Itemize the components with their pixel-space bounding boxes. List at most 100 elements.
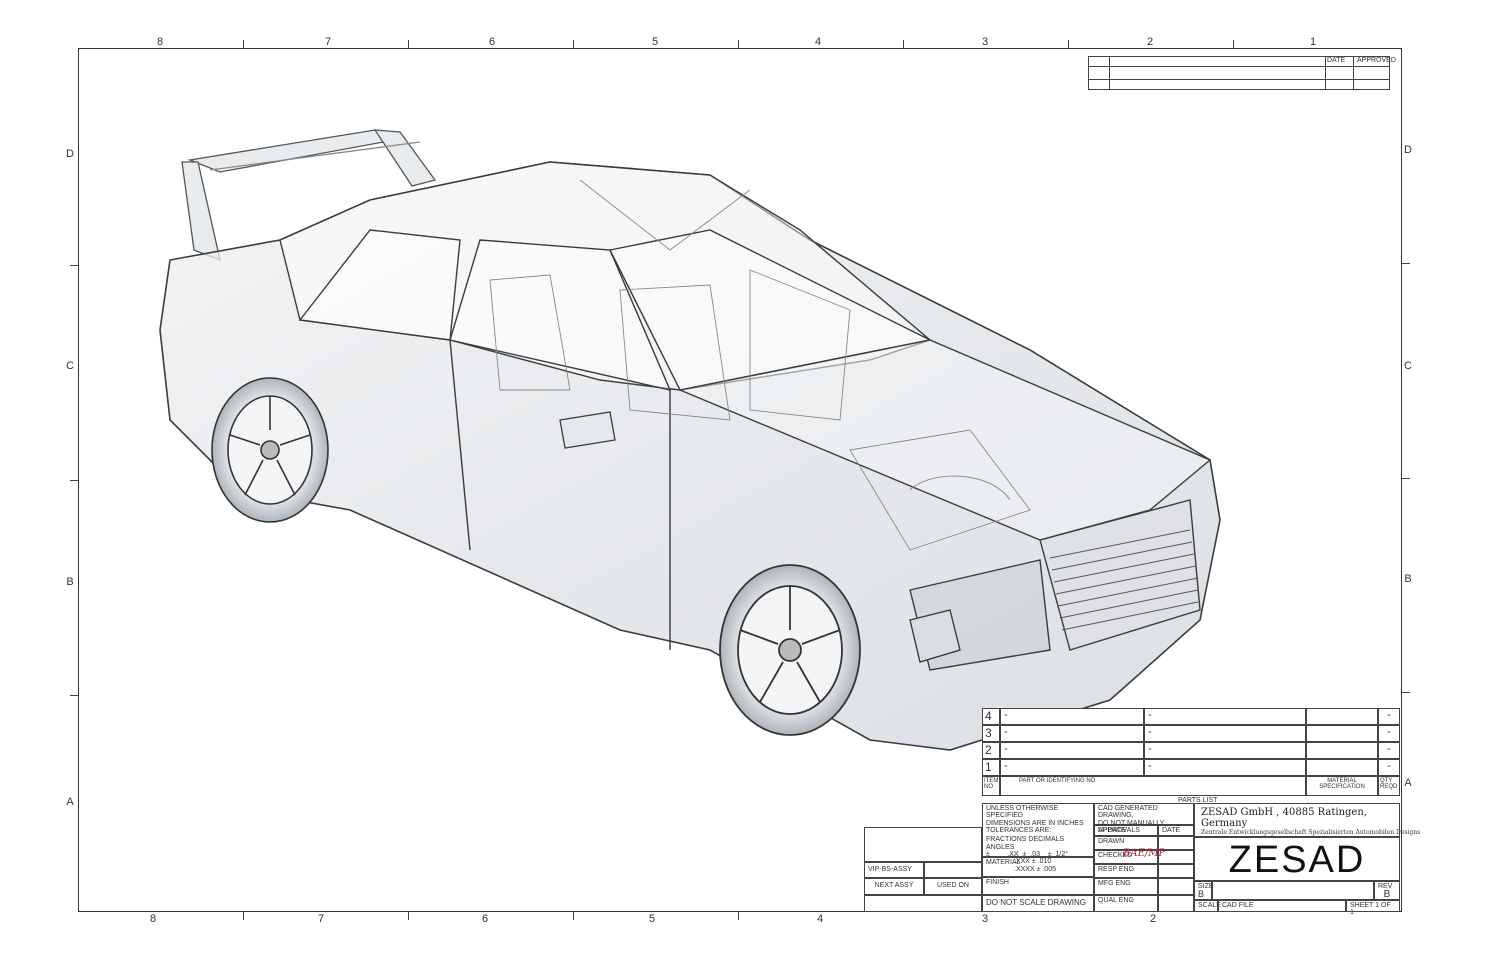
zone-left-d: D <box>66 148 74 160</box>
rev-line <box>1353 57 1354 90</box>
parts-row-qty: - <box>1378 725 1400 742</box>
next-assy-label: NEXT ASSY <box>864 878 924 895</box>
parts-row-desc: - <box>1144 759 1306 776</box>
zone-bottom-7: 7 <box>317 913 325 925</box>
rev-label: REV <box>1378 883 1393 890</box>
cad-note: CAD GENERATED DRAWING, DO NOT MANUALLY U… <box>1094 803 1194 834</box>
size-field: SIZE B <box>1194 881 1214 900</box>
tolerance-line: FRACTIONS DECIMALS ANGLES <box>986 836 1065 851</box>
tick <box>70 265 78 266</box>
interior-structure <box>489 179 1031 551</box>
parts-row-qty: - <box>1378 708 1400 725</box>
drawing-number-field <box>1212 881 1374 900</box>
zone-bottom-6: 6 <box>481 913 489 925</box>
revision-block: DATE APPROVED <box>1088 56 1396 90</box>
assy-field: VIP-BS-ASSY <box>864 862 924 878</box>
zone-top-1: 1 <box>1309 36 1317 48</box>
cad-note-line: CAD GENERATED DRAWING, <box>1098 805 1158 820</box>
parts-row-item: 1 <box>982 759 1000 776</box>
tolerance-line: .XXXX ± .005 <box>1014 865 1056 873</box>
rev-line <box>1109 57 1110 90</box>
parts-row-item: 2 <box>982 742 1000 759</box>
rear-wheel <box>211 377 329 523</box>
no-scale-note: DO NOT SCALE DRAWING <box>982 895 1094 912</box>
company-block: ZESAD GmbH , 40885 Ratingen, Germany Zen… <box>1194 803 1421 837</box>
rev-line <box>1089 66 1389 67</box>
sheet-field: SHEET 1 OF 1 <box>1346 900 1400 916</box>
rev-date-label: DATE <box>1327 57 1346 64</box>
zone-bottom-5: 5 <box>648 913 656 925</box>
parts-row-part: - <box>1000 708 1144 725</box>
parts-row-desc: - <box>1144 742 1306 759</box>
parts-row-desc: - <box>1144 708 1306 725</box>
qual-eng-field: QUAL ENG <box>1094 895 1158 912</box>
zone-bottom-4: 4 <box>816 913 824 925</box>
headlight <box>909 609 961 663</box>
rev-approved-label: APPROVED <box>1357 57 1396 64</box>
size-label: SIZE <box>1198 883 1214 890</box>
tolerance-line: UNLESS OTHERWISE SPECIFIED <box>986 805 1059 820</box>
approvals-label: APPROVALS <box>1094 825 1158 836</box>
zone-top-8: 8 <box>156 36 164 48</box>
application-footer <box>864 895 982 912</box>
material-field: MATERIAL <box>982 857 1094 877</box>
company-name: ZESAD GmbH , 40885 Ratingen, Germany <box>1201 807 1367 829</box>
size-value: B <box>1198 889 1205 900</box>
side-mirror <box>559 411 616 449</box>
parts-row-item: 4 <box>982 708 1000 725</box>
parts-row-desc: - <box>1144 725 1306 742</box>
zone-bottom-3: 3 <box>981 913 989 925</box>
parts-row-material <box>1306 708 1378 725</box>
zone-top-5: 5 <box>651 36 659 48</box>
tick <box>738 40 739 48</box>
tick <box>408 40 409 48</box>
scale-field: SCALE <box>1194 900 1221 912</box>
tick <box>70 480 78 481</box>
cad-note-line: DO NOT MANUALLY UPDATE <box>1098 819 1165 835</box>
zone-right-a: A <box>1404 777 1412 789</box>
zone-bottom-8: 8 <box>149 913 157 925</box>
parts-row-part: - <box>1000 725 1144 742</box>
parts-row-qty: - <box>1378 759 1400 776</box>
tolerance-line: TOLERANCES ARE: <box>986 827 1052 835</box>
company-subtitle: Zentrale Entwicklungsgesellschaft Spezia… <box>1201 829 1421 836</box>
front-wheel <box>719 564 861 736</box>
zone-right-d: D <box>1404 144 1412 156</box>
approvals-date-label: DATE <box>1158 825 1194 836</box>
company-logo: ZESAD <box>1228 839 1366 881</box>
tick <box>1402 478 1410 479</box>
zone-right-b: B <box>1404 573 1412 585</box>
rev-line <box>1325 57 1326 90</box>
tick <box>70 695 78 696</box>
zone-left-a: A <box>66 796 74 808</box>
application-block <box>864 827 982 862</box>
tick <box>1233 40 1234 48</box>
tolerance-line: ± .XX ± .03 ± 1/2° <box>986 851 1069 859</box>
tick <box>1068 40 1069 48</box>
resp-eng-date <box>1158 864 1194 878</box>
tick <box>243 912 244 920</box>
checked-signature: BAE/MP <box>1123 848 1166 859</box>
zone-top-3: 3 <box>981 36 989 48</box>
parts-row-material <box>1306 742 1378 759</box>
car-cutaway-illustration <box>159 129 1221 751</box>
finish-field: FINISH <box>982 877 1094 895</box>
tick <box>1402 692 1410 693</box>
greenhouse <box>279 161 933 650</box>
checked-field: CHECKED BAE/MP <box>1094 848 1165 864</box>
tick <box>1402 263 1410 264</box>
parts-row-material <box>1306 725 1378 742</box>
mfg-eng-date <box>1158 878 1194 895</box>
parts-row-item: 3 <box>982 725 1000 742</box>
cad-file-field: CAD FILE <box>1218 900 1346 912</box>
zone-top-2: 2 <box>1146 36 1154 48</box>
used-on-label: USED ON <box>924 878 982 895</box>
parts-header-part: PART OR IDENTIFYING NO <box>1000 776 1306 796</box>
tick <box>573 40 574 48</box>
parts-header-qty: QTY REQD <box>1378 776 1400 796</box>
tick <box>573 912 574 920</box>
tolerance-line: DIMENSIONS ARE IN INCHES <box>986 819 1084 827</box>
parts-row-material <box>1306 759 1378 776</box>
tick <box>243 40 244 48</box>
tick <box>903 40 904 48</box>
